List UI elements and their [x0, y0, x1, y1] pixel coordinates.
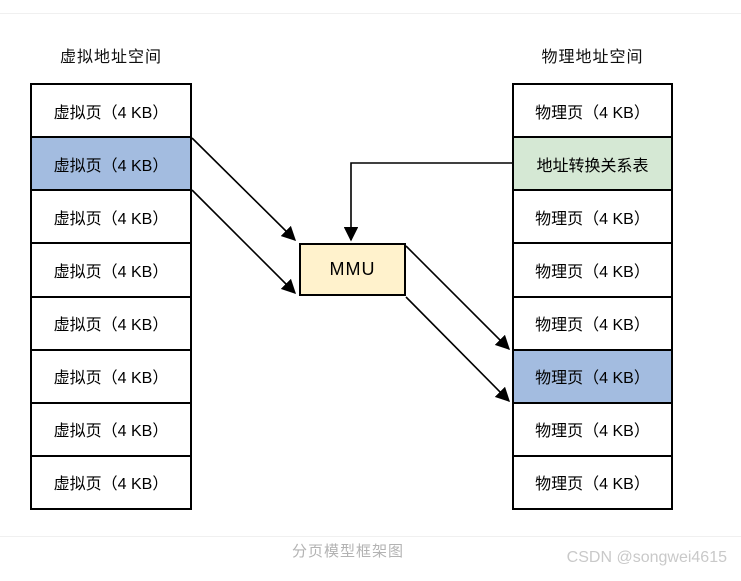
virtual-page-row: 虚拟页（4 KB）: [32, 297, 190, 351]
diagram-caption: 分页模型框架图: [292, 543, 405, 560]
mmu-to-physical-arrow-bottom: [405, 296, 511, 403]
virtual-page-row: 虚拟页（4 KB）: [32, 244, 190, 298]
physical-page-row: 物理页（4 KB）: [514, 85, 671, 139]
virtual-to-mmu-arrow-top: [191, 137, 297, 242]
physical-page-row: 物理页（4 KB）: [514, 456, 671, 508]
virtual-to-mmu-arrow-bottom: [191, 189, 297, 295]
virtual-page-row: 虚拟页（4 KB）: [32, 350, 190, 404]
physical-page-row: 物理页（4 KB）: [514, 350, 671, 404]
physical-page-row: 物理页（4 KB）: [514, 244, 671, 298]
virtual-address-column: 虚拟页（4 KB）虚拟页（4 KB）虚拟页（4 KB）虚拟页（4 KB）虚拟页（…: [30, 83, 192, 510]
virtual-page-row: 虚拟页（4 KB）: [32, 85, 190, 139]
csdn-watermark: CSDN @songwei4615: [566, 549, 727, 566]
physical-page-row: 物理页（4 KB）: [514, 403, 671, 457]
virtual-space-title: 虚拟地址空间: [59, 49, 162, 66]
virtual-page-row: 虚拟页（4 KB）: [32, 138, 190, 192]
table-to-mmu-arrow: [343, 162, 512, 242]
top-divider: [0, 13, 741, 14]
physical-page-row: 物理页（4 KB）: [514, 297, 671, 351]
virtual-page-row: 虚拟页（4 KB）: [32, 191, 190, 245]
bottom-divider: [0, 536, 741, 537]
mmu-to-physical-arrow-top: [405, 245, 511, 351]
mmu-box: MMU: [299, 243, 406, 296]
physical-space-title: 物理地址空间: [541, 49, 644, 66]
physical-page-row: 物理页（4 KB）: [514, 191, 671, 245]
virtual-page-row: 虚拟页（4 KB）: [32, 456, 190, 508]
mmu-label: MMU: [329, 259, 376, 279]
virtual-page-row: 虚拟页（4 KB）: [32, 403, 190, 457]
physical-address-column: 物理页（4 KB）地址转换关系表物理页（4 KB）物理页（4 KB）物理页（4 …: [512, 83, 673, 510]
physical-page-row: 地址转换关系表: [514, 138, 671, 192]
